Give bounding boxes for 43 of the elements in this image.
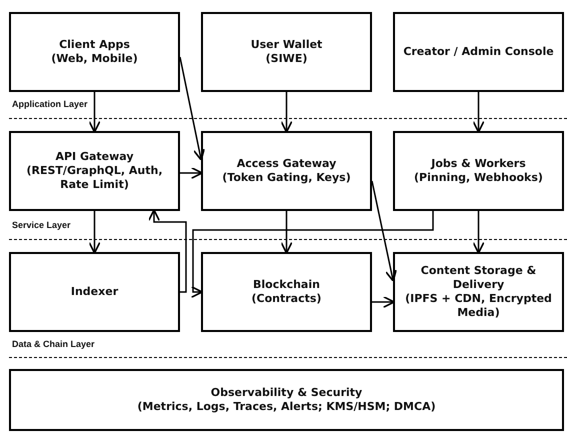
arrow (190, 211, 434, 298)
component-box (9, 12, 180, 92)
component-box (201, 252, 372, 332)
component-title: Observability & Security (210, 386, 362, 400)
arrow (371, 180, 398, 282)
component-title: Access Gateway (236, 157, 336, 171)
component-box (9, 369, 564, 431)
component-details: (IPFS + CDN, Encrypted Media) (404, 292, 553, 320)
layer-label: Data & Chain Layer (12, 338, 95, 351)
layer-label: Application Layer (12, 98, 88, 111)
component-box (9, 131, 180, 211)
arrow (148, 209, 187, 293)
component-details: (SIWE) (266, 52, 308, 66)
component-box (393, 131, 564, 211)
arrow (179, 56, 206, 161)
component-box (9, 252, 180, 332)
component-box (201, 12, 372, 92)
component-title: Indexer (70, 285, 118, 299)
component-details: (Metrics, Logs, Traces, Alerts; KMS/HSM; DMCA) (137, 400, 436, 414)
component-details: (Pinning, Webhooks) (414, 171, 543, 185)
arrow (88, 92, 101, 133)
component-details: (Web, Mobile) (51, 52, 138, 66)
component-box (201, 131, 372, 211)
arrow (472, 211, 485, 254)
component-title: Blockchain (253, 278, 320, 292)
component-details: (Token Gating, Keys) (222, 171, 351, 185)
arrow (280, 211, 293, 254)
component-title: Creator / Admin Console (403, 45, 554, 59)
component-details: (Contracts) (252, 292, 322, 306)
component-title: Client Apps (59, 38, 130, 52)
component-details: (REST/GraphQL, Auth, Rate Limit) (25, 164, 164, 192)
component-title: Content Storage & Delivery (420, 264, 538, 292)
component-title: API Gateway (55, 150, 134, 164)
component-title: Jobs & Workers (431, 157, 526, 171)
layer-label: Service Layer (12, 219, 71, 232)
arrow (88, 211, 101, 254)
component-box (393, 252, 564, 332)
arrow (372, 296, 395, 308)
component-box (393, 12, 564, 92)
arrow (280, 92, 293, 133)
arrow (180, 166, 203, 180)
arrow (472, 92, 485, 133)
component-title: User Wallet (250, 38, 322, 52)
